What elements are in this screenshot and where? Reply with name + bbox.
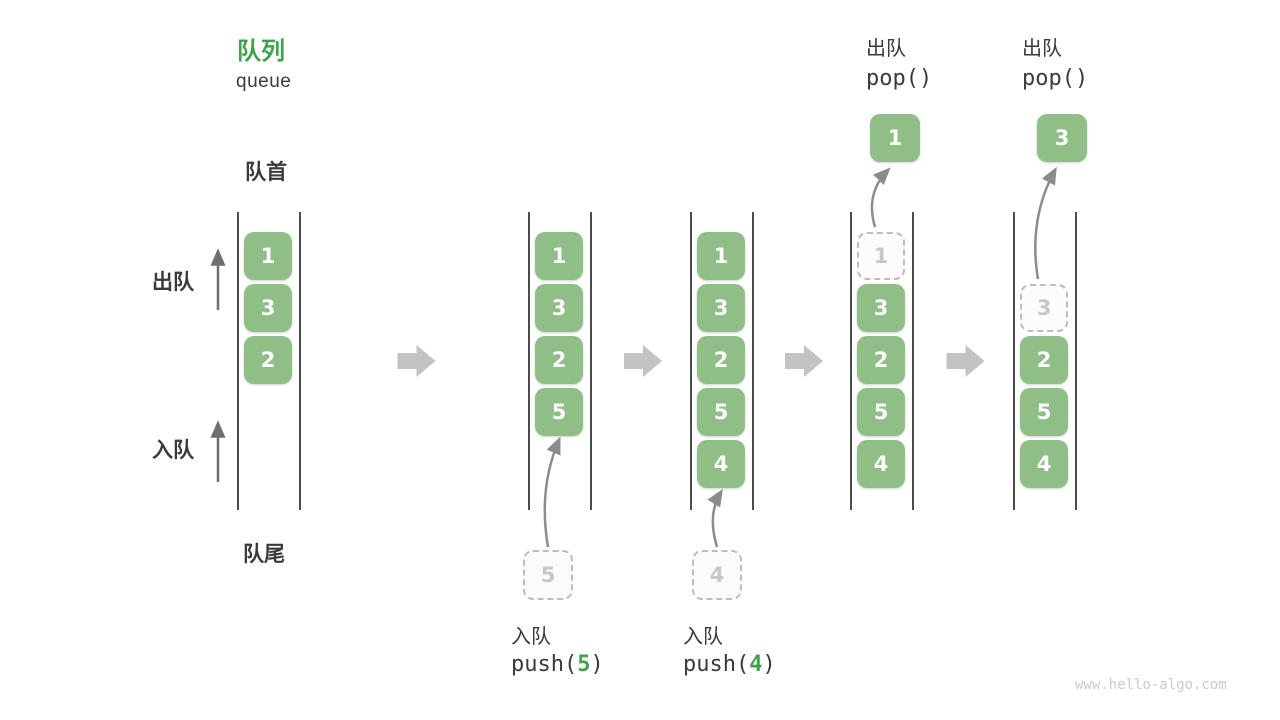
diagram-subtitle: queue bbox=[236, 71, 292, 92]
queue-wall bbox=[1013, 212, 1015, 510]
queue-cell: 4 bbox=[697, 440, 745, 488]
transfer-arrow bbox=[1034, 166, 1057, 280]
queue-cell: 2 bbox=[697, 336, 745, 384]
queue-wall bbox=[528, 212, 530, 510]
queue-wall bbox=[690, 212, 692, 510]
queue-cell: 2 bbox=[535, 336, 583, 384]
transfer-arrow bbox=[870, 167, 891, 228]
queue-cell: 5 bbox=[697, 388, 745, 436]
enqueue-op-label: 入队 bbox=[511, 626, 551, 648]
queue-wall bbox=[299, 212, 301, 510]
queue-cell: 3 bbox=[535, 284, 583, 332]
queue-cell: 1 bbox=[535, 232, 583, 280]
queue-wall bbox=[590, 212, 592, 510]
dequeue-op-code: pop() bbox=[866, 66, 933, 91]
next-state-arrow bbox=[397, 345, 436, 377]
queue-wall bbox=[752, 212, 754, 510]
enqueue-op-code: push(5) bbox=[511, 652, 604, 677]
queue-cell: 1 bbox=[697, 232, 745, 280]
transfer-arrow bbox=[543, 436, 561, 548]
queue-wall bbox=[1075, 212, 1077, 510]
queue-cell: 2 bbox=[857, 336, 905, 384]
watermark: www.hello-algo.com bbox=[1075, 677, 1227, 693]
queue-cell: 3 bbox=[697, 284, 745, 332]
queue-cell: 5 bbox=[1020, 388, 1068, 436]
dequeue-op-label: 出队 bbox=[866, 38, 906, 60]
queue-cell: 2 bbox=[244, 336, 292, 384]
staging-element: 4 bbox=[692, 550, 742, 600]
next-state-arrow bbox=[785, 345, 823, 377]
queue-rear-label: 队尾 bbox=[243, 543, 285, 566]
staging-element: 5 bbox=[523, 550, 573, 600]
enqueue-arg: 4 bbox=[749, 652, 763, 677]
queue-cell-dashed: 1 bbox=[857, 232, 905, 280]
queue-cell: 2 bbox=[1020, 336, 1068, 384]
queue-cell: 5 bbox=[857, 388, 905, 436]
queue-cell: 3 bbox=[244, 284, 292, 332]
popped-element: 1 bbox=[870, 114, 920, 162]
dequeue-op-label: 出队 bbox=[1022, 38, 1062, 60]
queue-cell: 4 bbox=[857, 440, 905, 488]
enqueue-op-code: push(4) bbox=[683, 652, 776, 677]
queue-wall bbox=[237, 212, 239, 510]
queue-cell: 3 bbox=[857, 284, 905, 332]
popped-element: 3 bbox=[1037, 114, 1087, 162]
next-state-arrow bbox=[946, 345, 985, 377]
queue-cell-dashed: 3 bbox=[1020, 284, 1068, 332]
enqueue-direction-label: 入队 bbox=[152, 439, 194, 462]
next-state-arrow bbox=[624, 345, 662, 377]
queue-front-label: 队首 bbox=[245, 161, 287, 184]
queue-cell: 5 bbox=[535, 388, 583, 436]
diagram-title: 队列 bbox=[237, 38, 285, 65]
queue-cell: 1 bbox=[244, 232, 292, 280]
dequeue-op-code: pop() bbox=[1022, 66, 1089, 91]
queue-cell: 4 bbox=[1020, 440, 1068, 488]
enqueue-arg: 5 bbox=[577, 652, 591, 677]
transfer-arrow bbox=[707, 488, 723, 548]
dequeue-direction-label: 出队 bbox=[152, 271, 194, 294]
enqueue-op-label: 入队 bbox=[683, 626, 723, 648]
queue-wall bbox=[850, 212, 852, 510]
queue-wall bbox=[912, 212, 914, 510]
